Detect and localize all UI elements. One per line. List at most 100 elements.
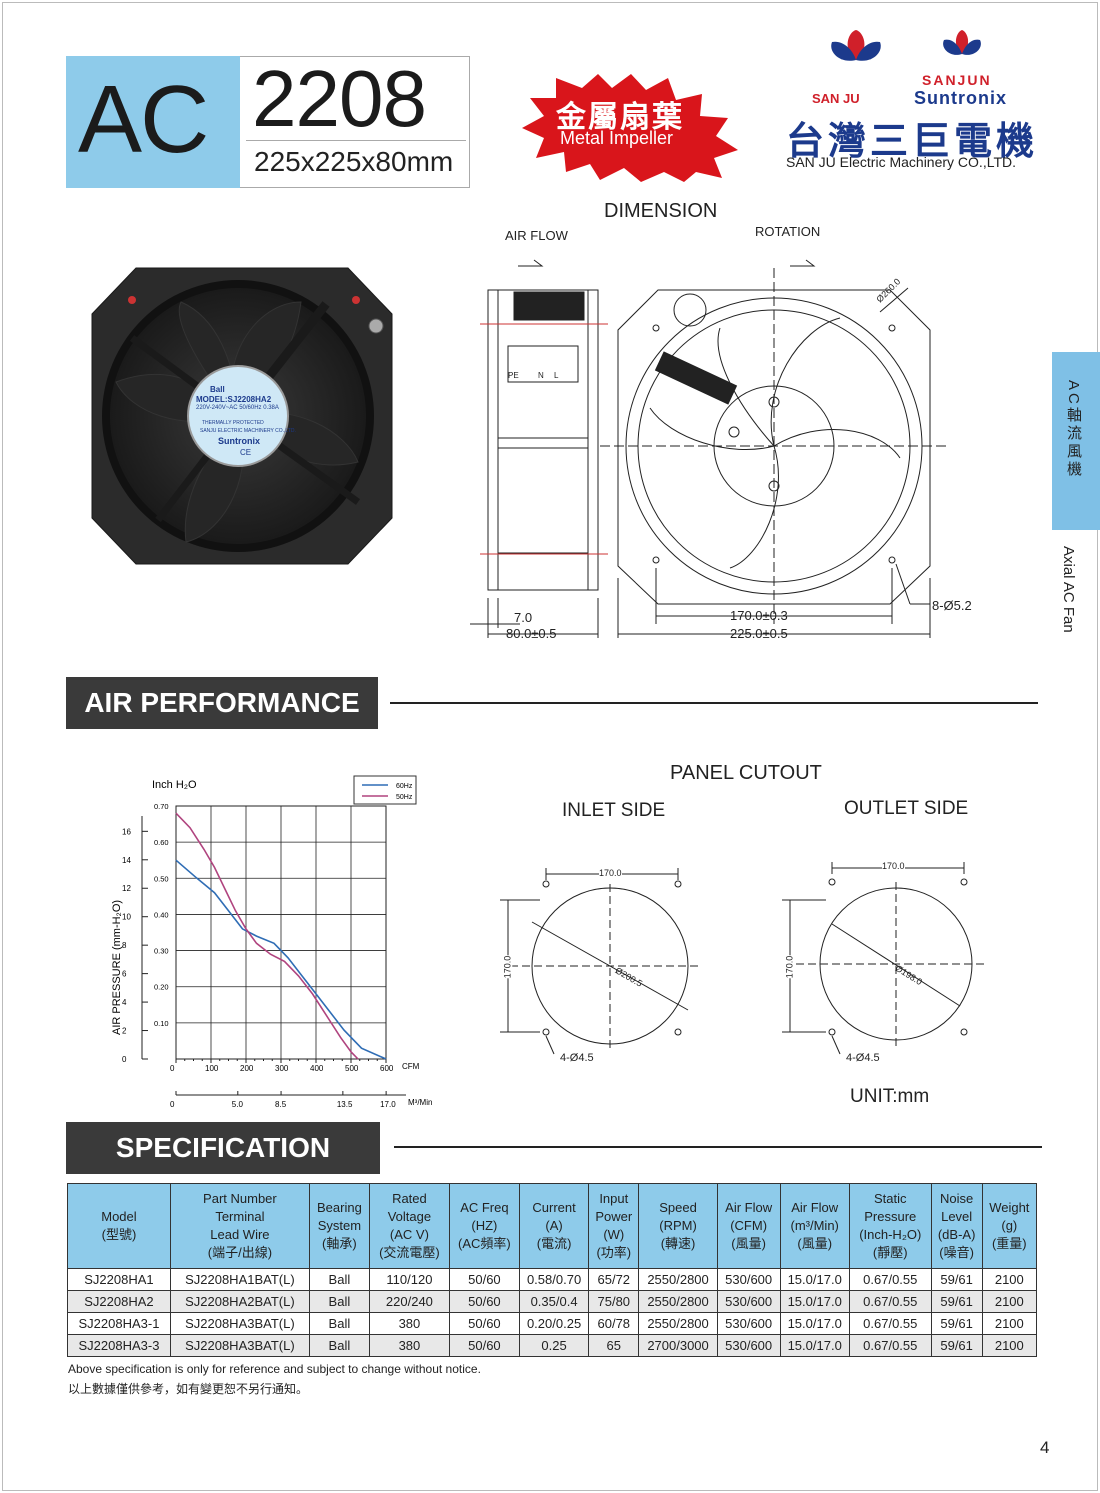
table-cell: 0.67/0.55 [848,1312,932,1335]
model-divider [246,140,466,141]
chart-legend: 60Hz 50Hz [353,775,417,805]
fan-label-ball: Ball [210,385,225,394]
chart-y-tick-label: 0.10 [154,1019,169,1028]
chart-series-line-60Hz [175,859,387,1060]
chart-y2-tick-label: 10 [122,913,131,922]
table-cell: 75/80 [588,1290,640,1313]
table-cell: SJ2208HA3BAT(L) [169,1334,310,1357]
chart-y-tick-label: 0.20 [154,983,169,992]
chart-y2label: Inch H₂O [152,779,197,791]
logo-suntronix: Suntronix [914,88,1007,108]
table-cell: 110/120 [368,1268,450,1291]
table-cell: SJ2208HA2 [67,1290,171,1313]
spec-header-cell: Current(A)(電流) [518,1183,590,1269]
note-en: Above specification is only for referenc… [68,1362,481,1376]
table-cell: 65/72 [588,1268,640,1291]
air-flow-label: AIR FLOW [505,228,568,243]
air-performance-heading: AIR PERFORMANCE [66,677,378,729]
table-cell: 15.0/17.0 [779,1312,850,1335]
table-cell: 530/600 [716,1334,781,1357]
dimension-title: DIMENSION [604,200,718,222]
chart-y-tick-label: 0.40 [154,910,169,919]
dim-80: 80.0±0.5 [506,626,557,641]
table-cell: 530/600 [716,1312,781,1335]
table-cell: 0.25 [518,1334,590,1357]
chart-x-tick-label: 100 [205,1064,219,1073]
table-cell: 59/61 [930,1268,983,1291]
chart-y-tick-label: 0.70 [154,802,169,811]
table-cell: SJ2208HA3BAT(L) [169,1312,310,1335]
model-size: 225x225x80mm [254,146,454,177]
table-cell: 380 [368,1312,450,1335]
specification-heading: SPECIFICATION [66,1122,380,1174]
chart-xlabel: CFM [402,1062,420,1071]
page-number: 4 [1040,1438,1050,1457]
spec-header-cell: Speed(RPM)(轉速) [638,1183,718,1269]
table-cell: 0.58/0.70 [518,1268,590,1291]
table-cell: 2100 [981,1268,1038,1291]
table-cell: Ball [308,1268,370,1291]
chart-x2-tick-label: 17.0 [380,1100,396,1109]
table-cell: 59/61 [930,1334,983,1357]
dim-7: 7.0 [514,610,533,625]
terminal-n: N [538,371,544,380]
chart-y-tick-label: 0.30 [154,947,169,956]
chart-ylabel: AIR PRESSURE (mm-H₂O) [111,900,123,1035]
spec-header-cell: Air Flow(m³/Min)(風量) [779,1183,850,1269]
chart-y2-tick-label: 8 [122,941,127,950]
table-cell: 530/600 [716,1290,781,1313]
fan-label-ce: CE [240,448,252,457]
table-cell: 59/61 [930,1290,983,1313]
terminal-pe: PE [508,371,519,380]
table-cell: 60/78 [588,1312,640,1335]
legend-60hz: 60Hz [396,783,413,790]
table-cell: 50/60 [448,1334,520,1357]
chart-x2-tick-label: 8.5 [275,1100,287,1109]
table-cell: 2100 [981,1312,1038,1335]
chart-y-tick-label: 0.50 [154,874,169,883]
chart-x2-tick-label: 5.0 [232,1100,244,1109]
spec-header-cell: Air Flow(CFM)(風量) [716,1183,781,1269]
table-cell: 15.0/17.0 [779,1290,850,1313]
spec-header-cell: Weight(g)(重量) [981,1183,1038,1269]
dim-225: 225.0±0.5 [730,626,788,641]
chart-series-line-50Hz [175,812,359,1060]
table-cell: 2700/3000 [638,1334,718,1357]
company-name-en: SAN JU Electric Machinery CO.,LTD. [786,154,1017,170]
table-cell: 65 [588,1334,640,1357]
table-cell: 2100 [981,1334,1038,1357]
inlet-holes: 4-Ø4.5 [560,1052,594,1064]
outlet-height: 170.0 [784,955,795,979]
table-cell: SJ2208HA3-3 [67,1334,171,1357]
chart-y2-tick-label: 14 [122,856,131,865]
dimension-drawing: Ø260.0 [470,259,948,638]
chart-x2-tick-label: 0 [170,1100,175,1109]
specification-rule [394,1146,1042,1148]
logo-sanjun: SANJUN [922,72,992,88]
company-name-cn: 台灣三巨電機 [786,121,1039,163]
company-logo-icon [831,30,981,61]
inlet-cutout-drawing [500,868,700,1055]
table-cell: SJ2208HA1 [67,1268,171,1291]
table-cell: 15.0/17.0 [779,1334,850,1357]
outlet-side-title: OUTLET SIDE [844,798,969,819]
air-performance-rule [390,702,1038,704]
fan-label-company: SANJU ELECTRIC MACHINERY CO.,LTD. [200,428,296,434]
fan-label-model: MODEL:SJ2208HA2 [196,395,272,404]
table-cell: 2550/2800 [638,1290,718,1313]
table-cell: 0.35/0.4 [518,1290,590,1313]
side-tab-en: Axial AC Fan [1060,546,1077,633]
metal-impeller-badge [522,74,738,182]
badge-cn: 金屬扇葉 [556,101,684,134]
table-cell: 59/61 [930,1312,983,1335]
outlet-cutout-drawing [782,862,986,1055]
model-box [240,56,470,188]
table-cell: SJ2208HA2BAT(L) [169,1290,310,1313]
fan-label-rating: 220V-240V~AC 50/60Hz 0.38A [196,405,279,411]
side-tab [1052,352,1100,530]
table-cell: 530/600 [716,1268,781,1291]
side-tab-cn: AC軸流風機 [1065,380,1082,479]
note-cn: 以上數據僅供參考，如有變更恕不另行通知。 [68,1382,309,1396]
